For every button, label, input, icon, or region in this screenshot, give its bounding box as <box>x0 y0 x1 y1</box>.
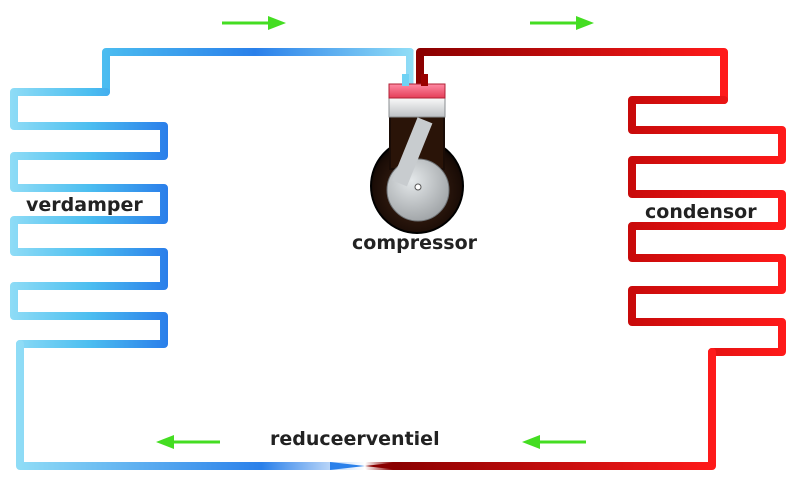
hot-pipe-bottom <box>364 348 716 470</box>
arrow-right-icon <box>222 16 286 30</box>
valve-label: reduceerventiel <box>270 428 440 450</box>
cold-pipe-bottom <box>16 340 366 470</box>
cold-pipe-top <box>102 48 414 96</box>
evaporator-label: verdamper <box>26 194 143 216</box>
arrow-left-icon <box>156 435 220 449</box>
arrow-right-icon <box>530 16 594 30</box>
compressor-label: compressor <box>352 232 478 254</box>
arrow-left-icon <box>522 435 586 449</box>
flow-arrow-top-right <box>530 16 594 30</box>
compressor-icon <box>370 74 464 234</box>
condenser-label: condensor <box>645 201 757 223</box>
cold-pipe-outline <box>7 45 417 473</box>
flow-arrow-bottom-left <box>156 435 220 449</box>
expansion-valve <box>330 462 400 470</box>
hot-pipe-top <box>416 48 728 104</box>
flow-arrow-top-left <box>222 16 286 30</box>
condenser-coil <box>628 96 786 356</box>
flow-arrow-bottom-right <box>522 435 586 449</box>
evaporator-coil <box>10 88 168 348</box>
